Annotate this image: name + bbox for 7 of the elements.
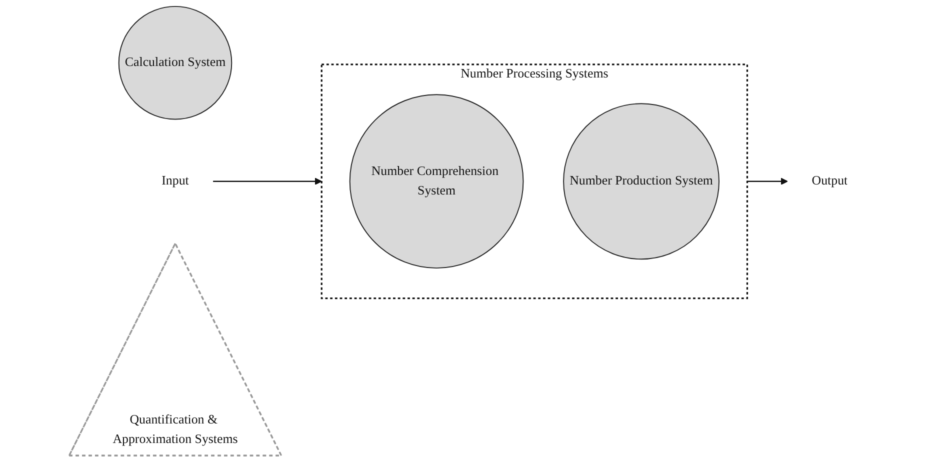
node-text: Input — [162, 174, 189, 188]
arrow — [747, 178, 788, 185]
node-text: Output — [812, 174, 848, 188]
node-circle: Number Production System — [563, 103, 720, 260]
arrow — [213, 178, 322, 185]
node-circle: Calculation System — [118, 6, 232, 120]
node-circle: Number Comprehension System — [349, 94, 524, 269]
